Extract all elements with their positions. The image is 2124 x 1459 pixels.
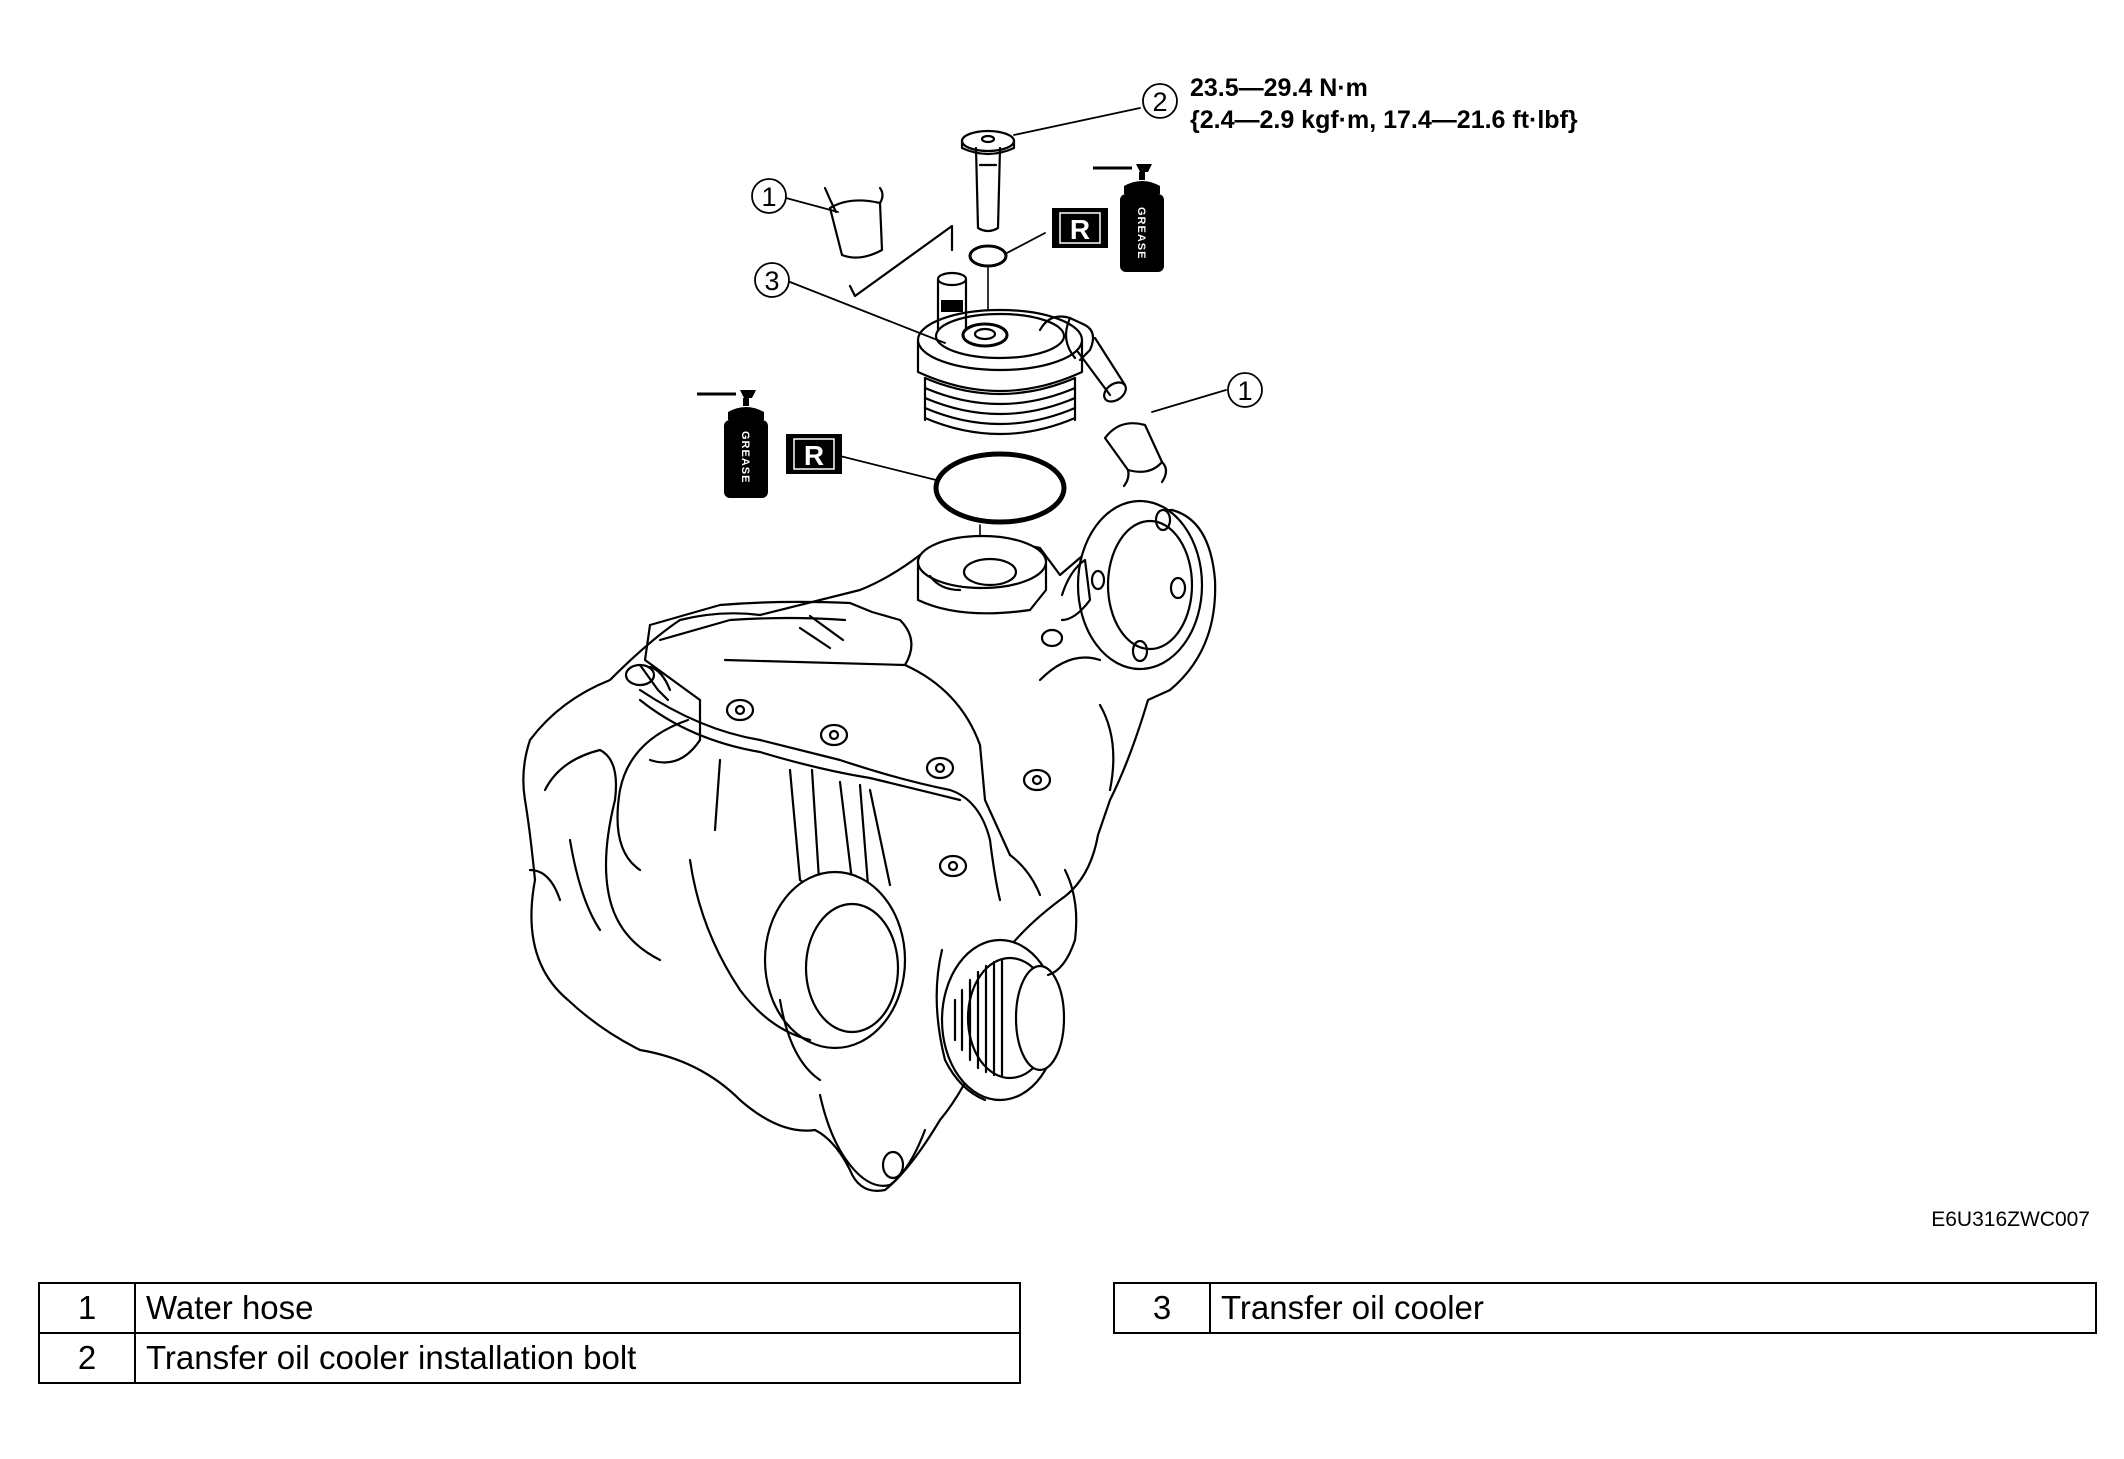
- callout-1-right-circle: [1227, 372, 1263, 408]
- legend-label: Transfer oil cooler: [1209, 1282, 2097, 1334]
- callout-2-circle: [1142, 83, 1178, 119]
- legend-number: 3: [1113, 1282, 1211, 1334]
- legend-table-left: 1 Water hose 2 Transfer oil cooler insta…: [38, 1282, 1021, 1384]
- transfer-oil-cooler-part: [916, 271, 1127, 436]
- water-hose-upper: [823, 186, 954, 298]
- large-o-ring: [933, 451, 1067, 525]
- legend-row: 3 Transfer oil cooler: [1113, 1282, 2097, 1334]
- small-o-ring: [968, 244, 1008, 268]
- housing-bolts: [624, 628, 1064, 878]
- torque-spec-imperial: {2.4—2.9 kgf·m, 17.4—21.6 ft·lbf}: [1190, 106, 1578, 134]
- svg-text:R: R: [1070, 214, 1090, 245]
- torque-spec-nm: 23.5—29.4 N·m: [1190, 74, 1368, 102]
- callout-circles: [751, 83, 1263, 408]
- water-hose-right: [1103, 422, 1168, 488]
- torque-spec: 23.5—29.4 N·m {2.4—2.9 kgf·m, 17.4—21.6 …: [1190, 72, 1578, 136]
- legend-number: 2: [38, 1332, 136, 1384]
- legend-row: 1 Water hose: [38, 1282, 1021, 1334]
- replace-marker-upper: R: [1052, 208, 1108, 248]
- callout-3-circle: [754, 262, 790, 298]
- legend-number: 1: [38, 1282, 136, 1334]
- svg-text:R: R: [804, 440, 824, 471]
- output-spline: [935, 938, 1066, 1102]
- legend-row: 2 Transfer oil cooler installation bolt: [38, 1332, 1021, 1384]
- installation-bolt-part: [960, 129, 1016, 233]
- legend-label: Transfer oil cooler installation bolt: [134, 1332, 1021, 1384]
- replace-marker-lower: R: [786, 434, 842, 474]
- legend-label: Water hose: [134, 1282, 1021, 1334]
- grease-icon-lower: GREASE: [697, 390, 768, 498]
- callout-1-upper-number: 1: [761, 182, 776, 212]
- callout-2-number: 2: [1152, 87, 1167, 117]
- figure-code: E6U316ZWC007: [1931, 1208, 2090, 1231]
- leader-lines: [785, 107, 1227, 481]
- callout-3-number: 3: [764, 266, 779, 296]
- svg-text:GREASE: GREASE: [1135, 207, 1147, 259]
- legend-table-right: 3 Transfer oil cooler: [1113, 1282, 2097, 1334]
- grease-icon-upper: GREASE: [1093, 164, 1164, 272]
- callout-1-upper-circle: [751, 178, 787, 214]
- callout-1-right-number: 1: [1237, 376, 1252, 406]
- svg-text:GREASE: GREASE: [739, 431, 751, 483]
- transfer-case-housing: [522, 499, 1217, 1192]
